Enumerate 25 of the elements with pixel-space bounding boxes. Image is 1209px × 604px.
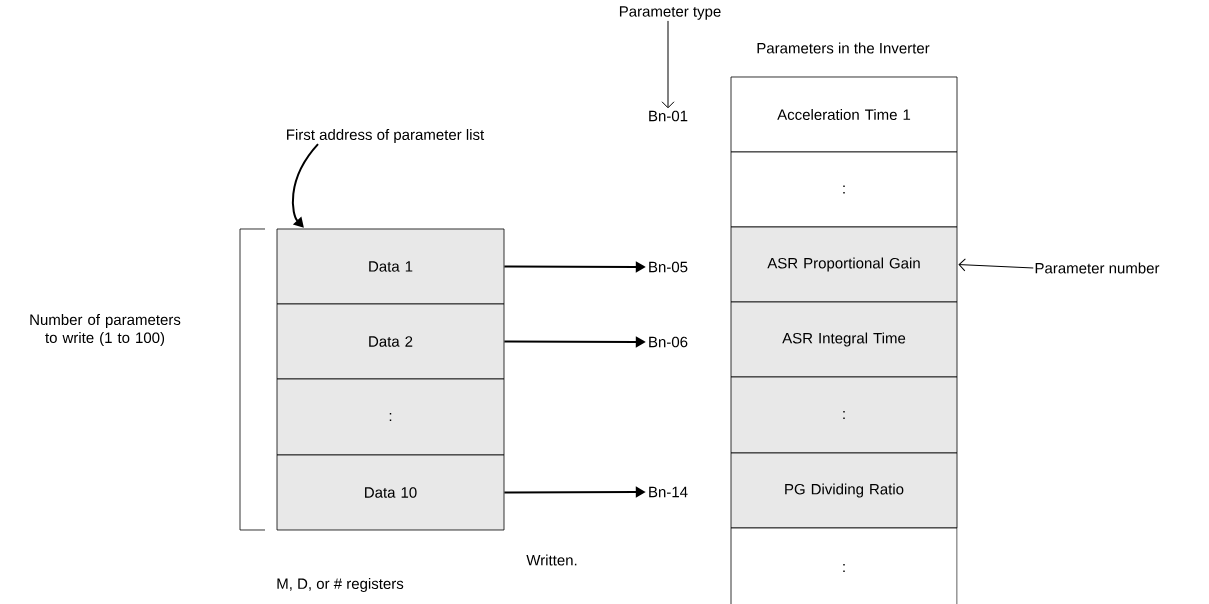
parameter-code: Bn-01 xyxy=(649,110,688,122)
parameter-cell: PG Dividing Ratio xyxy=(730,452,958,529)
heading-text: Parameters in the Inverter xyxy=(757,42,930,54)
parameter-code: Bn-05 xyxy=(649,261,688,273)
parameter-cell: : xyxy=(730,527,958,604)
register-cell: Data 10 xyxy=(276,454,505,531)
parameter-code: Bn-14 xyxy=(649,486,688,498)
annotation-text: M, D, or # registers xyxy=(277,578,404,592)
register-cell: : xyxy=(276,378,505,456)
annotation-text: Number of parameters to write (1 to 100) xyxy=(30,314,181,346)
register-cell: Data 2 xyxy=(276,303,505,380)
parameter-cell: ASR Integral Time xyxy=(730,301,958,378)
parameter-cell: : xyxy=(730,151,958,228)
annotation-text: Written. xyxy=(526,554,577,566)
annotation-text: Parameter number xyxy=(1035,262,1160,274)
leader-arrow xyxy=(958,258,1034,272)
parameter-code: Bn-06 xyxy=(649,336,688,348)
parameter-cell: ASR Proportional Gain xyxy=(730,226,958,303)
annotation-text: First address of parameter list xyxy=(287,129,485,143)
register-cell: Data 1 xyxy=(276,228,505,305)
leader-arrow xyxy=(661,20,675,109)
parameter-cell: Acceleration Time 1 xyxy=(730,76,958,153)
parameter-cell: : xyxy=(730,376,958,454)
arrow xyxy=(291,143,319,228)
annotation-text: Parameter type xyxy=(619,6,721,20)
